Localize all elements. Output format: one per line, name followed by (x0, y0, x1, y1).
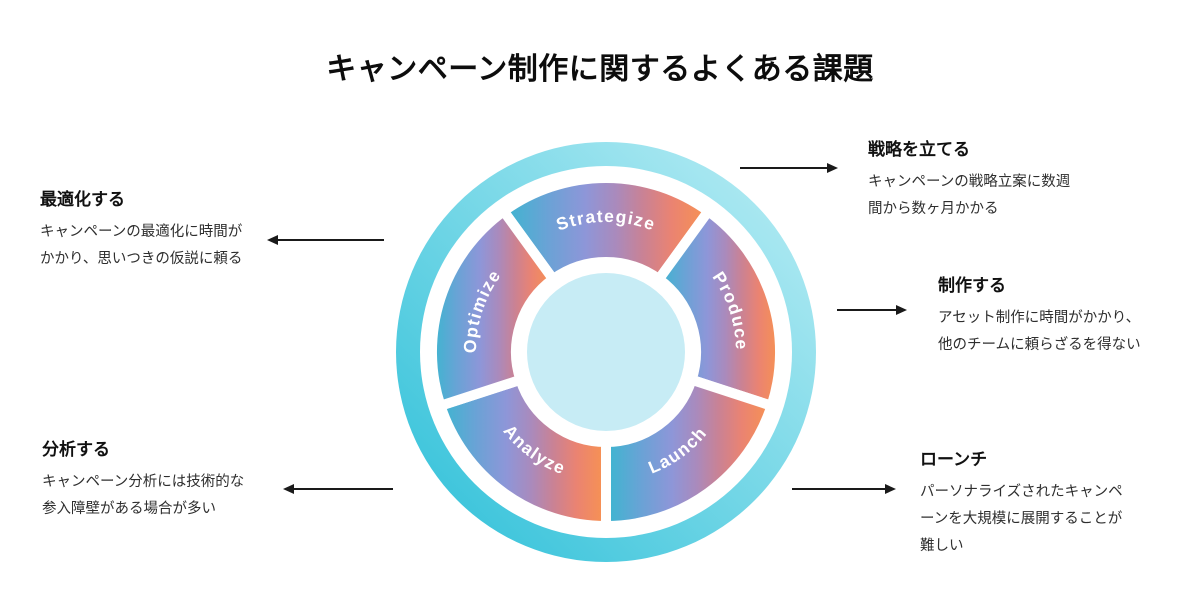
segment-strategize (498, 172, 714, 285)
segment-analyze (435, 374, 611, 531)
annotation-strategize-heading: 戦略を立てる (868, 140, 970, 159)
arrow-line (792, 488, 885, 490)
segment-launch (601, 374, 777, 531)
annotation-produce-body: アセット制作に時間がかかり、他のチームに頼らざるを得ない (938, 310, 1141, 353)
arrow-to-analyze-note (283, 484, 393, 494)
annotation-optimize: 最適化する キャンペーンの最適化に時間がかかり、思いつきの仮説に頼る (40, 185, 245, 273)
arrow-right-icon (896, 305, 907, 315)
arrow-right-icon (827, 163, 838, 173)
segment-produce (653, 206, 786, 411)
annotation-launch-heading: ローンチ (920, 450, 988, 469)
annotation-launch: ローンチ パーソナライズされたキャンペーンを大規模に展開することが難しい (920, 445, 1125, 559)
annotation-strategize: 戦略を立てる キャンペーンの戦略立案に数週間から数ヶ月かかる (868, 135, 1073, 223)
annotation-analyze-body: キャンペーン分析には技術的な参入障壁がある場合が多い (42, 474, 245, 517)
annotation-analyze: 分析する キャンペーン分析には技術的な参入障壁がある場合が多い (42, 435, 247, 523)
arrow-line (837, 309, 896, 311)
annotation-analyze-heading: 分析する (42, 440, 110, 459)
wheel-center-circle (527, 273, 685, 431)
arrow-to-optimize-note (267, 235, 384, 245)
annotation-produce: 制作する アセット制作に時間がかかり、他のチームに頼らざるを得ない (938, 271, 1143, 359)
arrow-to-launch-note (792, 484, 896, 494)
annotation-optimize-heading: 最適化する (40, 190, 125, 209)
annotation-optimize-body: キャンペーンの最適化に時間がかかり、思いつきの仮説に頼る (40, 224, 243, 267)
arrow-to-strategize-note (740, 163, 838, 173)
campaign-cycle-wheel: Strategize Produce Launch Analyze Optimi… (396, 142, 816, 562)
arrow-line (294, 488, 393, 490)
arrow-right-icon (885, 484, 896, 494)
annotation-strategize-body: キャンペーンの戦略立案に数週間から数ヶ月かかる (868, 174, 1071, 217)
arrow-line (278, 239, 384, 241)
page-title: キャンペーン制作に関するよくある課題 (326, 53, 874, 86)
arrow-left-icon (283, 484, 294, 494)
annotation-produce-heading: 制作する (938, 276, 1006, 295)
arrow-line (740, 167, 827, 169)
segment-optimize (426, 206, 559, 411)
arrow-left-icon (267, 235, 278, 245)
annotation-launch-body: パーソナライズされたキャンペーンを大規模に展開することが難しい (920, 484, 1123, 554)
arrow-to-produce-note (837, 305, 907, 315)
